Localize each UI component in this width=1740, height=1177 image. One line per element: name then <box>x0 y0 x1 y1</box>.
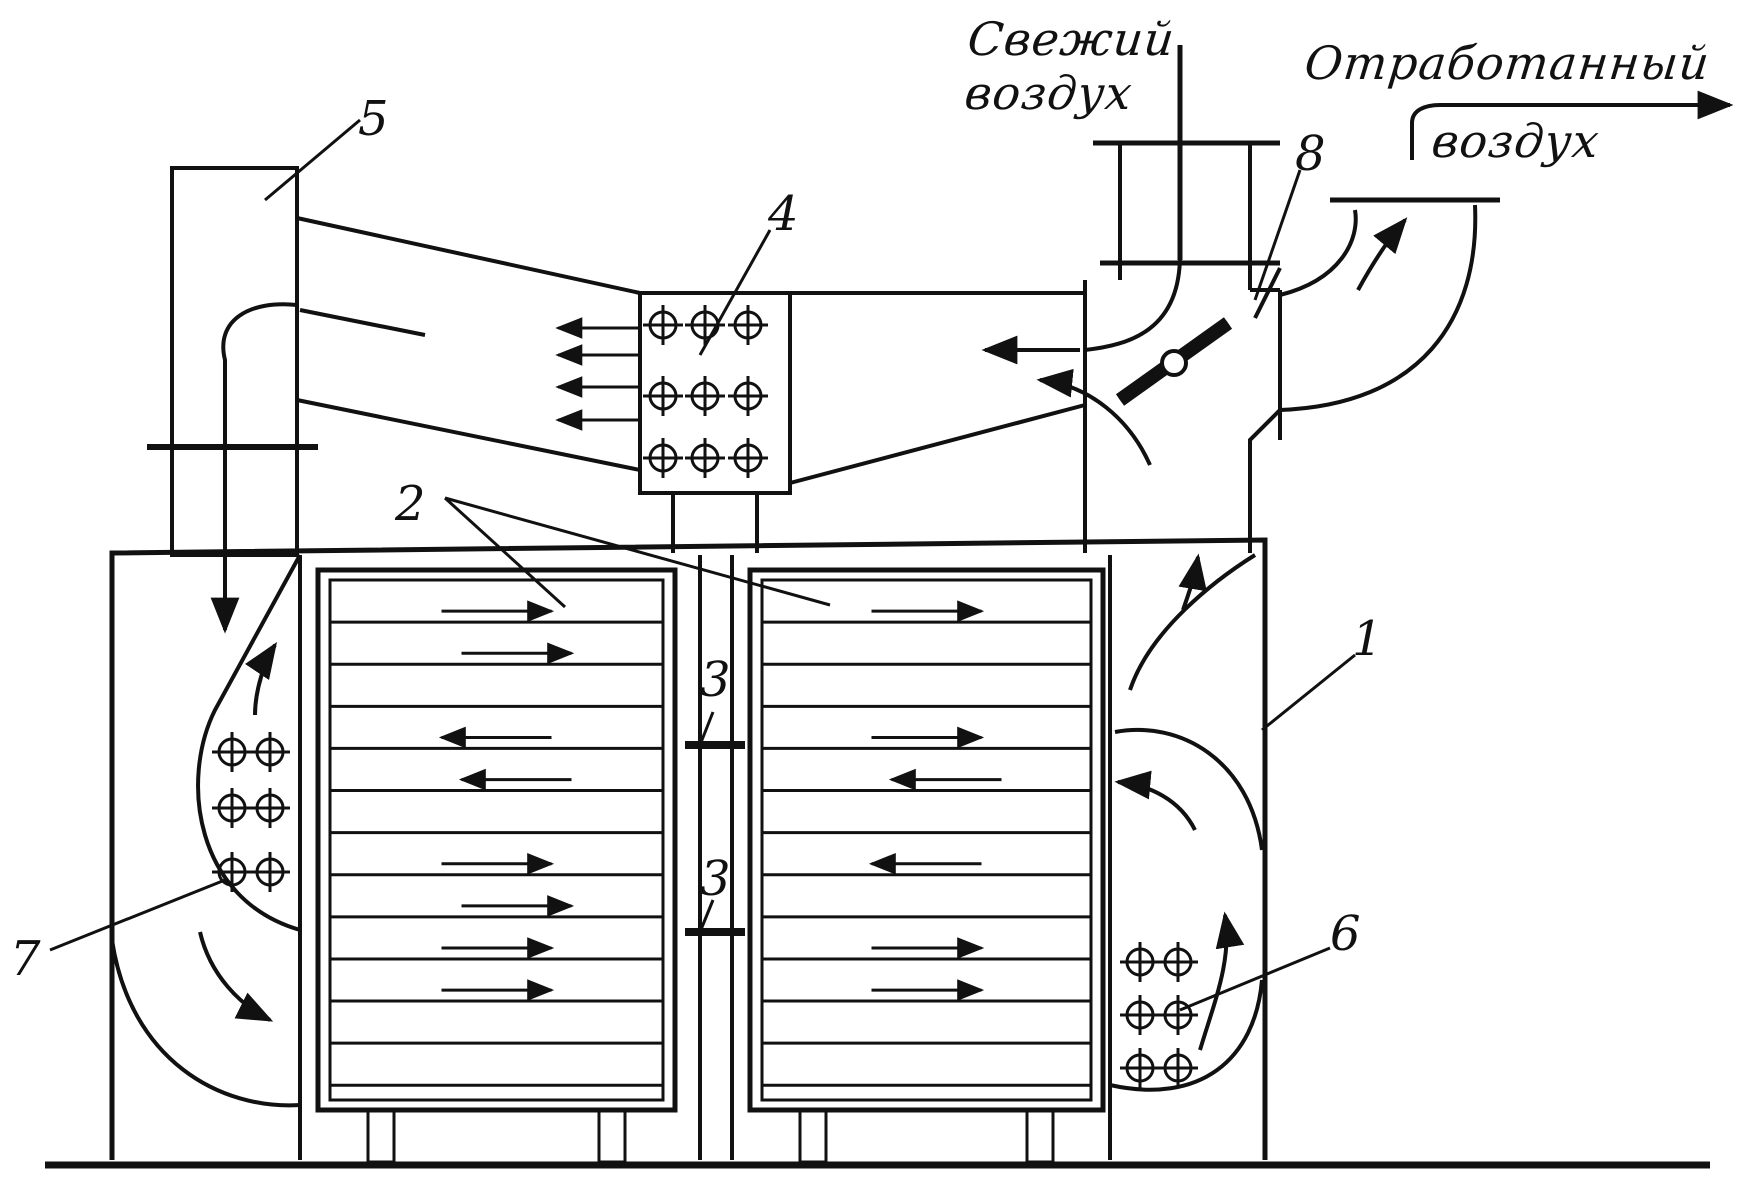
label-carts: 2 <box>395 476 426 532</box>
cart-wheel <box>1025 1108 1055 1164</box>
cart-inner-frame <box>328 578 665 1102</box>
fresh-air-caption-line1: Свежий <box>965 12 1178 66</box>
heater-tube-icon <box>728 376 768 416</box>
heater-tube-icon <box>1158 995 1198 1035</box>
label-housing: 1 <box>1352 611 1383 667</box>
heater-tube-icon <box>685 438 725 478</box>
cart-frame <box>315 567 678 1113</box>
left-cart <box>315 567 678 1164</box>
cart-inner-frame <box>760 578 1093 1102</box>
heater-tubes <box>212 305 1198 1088</box>
upper-duct <box>147 166 1086 560</box>
label-right-heater: 6 <box>1330 906 1361 962</box>
heater-tube-icon <box>643 376 683 416</box>
label-damper: 8 <box>1295 126 1326 182</box>
exhaust-air-caption-line1: Отработанный <box>1302 36 1713 90</box>
label-rail-upper: 3 <box>700 652 731 708</box>
exhaust-air-caption-line2: воздух <box>1429 114 1603 168</box>
heater-tube-icon <box>685 305 725 345</box>
heater-tube-icon <box>212 732 252 772</box>
heater-tube-icon <box>643 438 683 478</box>
heater-tube-icon <box>1158 942 1198 982</box>
heater-tube-icon <box>685 376 725 416</box>
cart-wheel <box>597 1108 627 1164</box>
damper <box>1115 267 1282 406</box>
left-air-duct <box>110 554 302 1160</box>
label-left-heater: 7 <box>10 931 41 987</box>
center-rail-column <box>685 555 745 1160</box>
airflow-arrows <box>198 217 1408 1051</box>
leader-lines <box>49 118 1356 1012</box>
cart-wheel <box>366 1108 396 1164</box>
upper-heater-box <box>638 291 792 495</box>
heater-tube-icon <box>250 852 290 892</box>
airflow-arrow <box>1178 553 1207 611</box>
cart-wheel <box>798 1108 828 1164</box>
airflow-arrow <box>1198 911 1245 1051</box>
heater-tube-icon <box>212 852 252 892</box>
heater-tube-icon <box>250 732 290 772</box>
heater-tube-icon <box>250 788 290 828</box>
heater-tube-icon <box>643 305 683 345</box>
drying-chamber-housing <box>109 537 1268 1160</box>
airflow-arrow <box>1356 217 1408 291</box>
label-upper-heater: 4 <box>768 186 799 242</box>
airflow-arrow <box>1036 368 1152 466</box>
air-intake-exhaust-ducts <box>1083 45 1734 553</box>
heater-tube-icon <box>728 438 768 478</box>
cart-frame <box>747 567 1106 1113</box>
heater-tube-icon <box>1158 1048 1198 1088</box>
airflow-arrow <box>198 931 274 1022</box>
label-fan: 5 <box>358 91 389 147</box>
airflow-arrow <box>1114 770 1197 831</box>
heater-tube-icon <box>728 305 768 345</box>
heater-tube-icon <box>1120 1048 1160 1088</box>
fan-housing <box>170 166 299 557</box>
heater-tube-icon <box>1120 942 1160 982</box>
right-cart <box>747 567 1106 1164</box>
heater-tube-icon <box>212 788 252 828</box>
heater-tube-icon <box>1120 995 1160 1035</box>
airflow-arrow <box>245 642 277 716</box>
label-rail-lower: 3 <box>700 851 731 907</box>
fresh-air-caption-line2: воздух <box>962 66 1136 120</box>
